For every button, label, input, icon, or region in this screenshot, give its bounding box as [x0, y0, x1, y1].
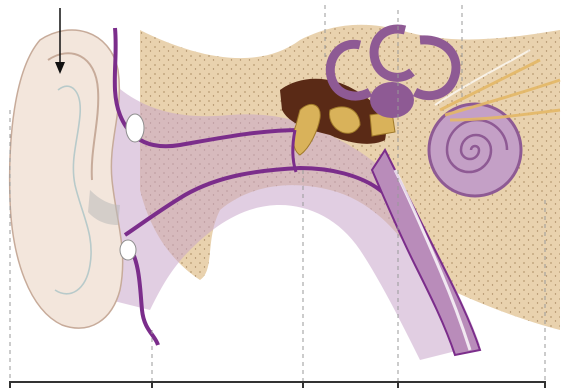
cartilage-lower — [120, 240, 136, 260]
vestibule — [370, 82, 414, 118]
auricle — [10, 30, 123, 328]
cartilage-upper — [126, 114, 144, 142]
bracket-middle-ear — [303, 382, 398, 388]
bracket-inner-ear — [398, 382, 545, 388]
bracket-outer-ear — [10, 382, 152, 388]
bracket-ear-canal — [152, 382, 303, 388]
